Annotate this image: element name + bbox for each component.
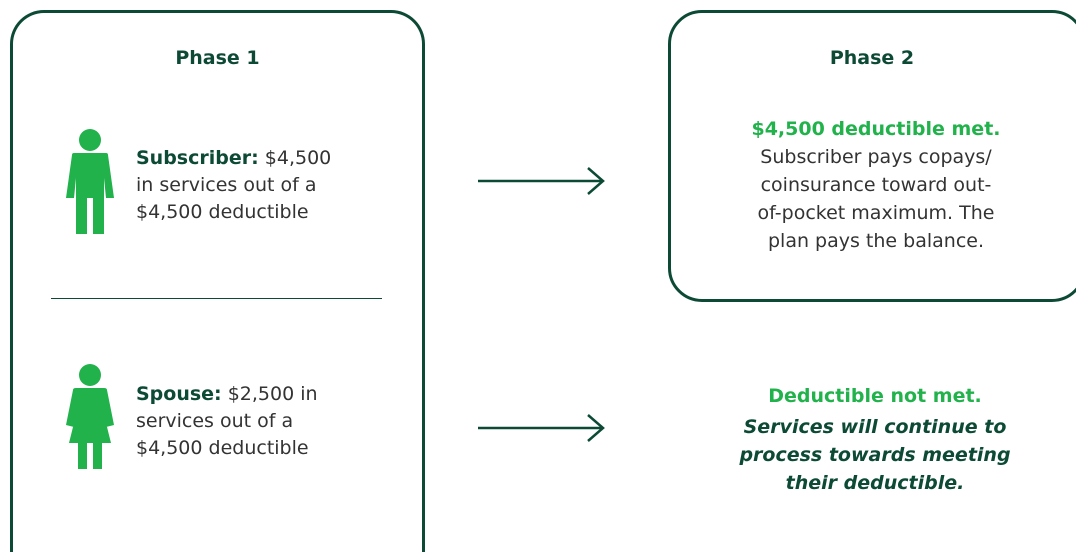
male-person-icon: [66, 129, 114, 234]
subscriber-line3: $4,500 deductible: [136, 201, 309, 223]
met-line-1: Subscriber pays copays/: [760, 146, 992, 168]
spouse-amount: $2,500 in: [221, 383, 318, 405]
phase2-panel: [668, 10, 1076, 302]
subscriber-label: Subscriber:: [136, 147, 259, 169]
right-arrow-icon: [478, 414, 605, 442]
spouse-description: Spouse: $2,500 in services out of a $4,5…: [136, 381, 318, 462]
met-line-2: coinsurance toward out-: [760, 174, 992, 196]
right-arrow-icon: [478, 167, 605, 195]
met-line-4: plan pays the balance.: [767, 230, 984, 252]
deductible-not-met-text: Services will continue to process toward…: [690, 413, 1060, 497]
subscriber-line2: in services out of a: [136, 174, 317, 196]
spouse-line2: services out of a: [136, 410, 294, 432]
phase1-panel: [10, 10, 425, 552]
not-met-line-1: Services will continue to: [743, 416, 1007, 438]
met-line-3: of-pocket maximum. The: [757, 202, 995, 224]
subscriber-description: Subscriber: $4,500 in services out of a …: [136, 145, 331, 226]
not-met-line-3: their deductible.: [785, 472, 965, 494]
deductible-not-met-heading: Deductible not met.: [768, 385, 982, 407]
deductible-met-text: $4,500 deductible met. Subscriber pays c…: [700, 115, 1052, 255]
divider: [51, 298, 382, 299]
spouse-label: Spouse:: [136, 383, 222, 405]
phase1-title: Phase 1: [175, 47, 260, 69]
female-person-icon: [66, 364, 114, 469]
spouse-line3: $4,500 deductible: [136, 437, 309, 459]
subscriber-amount: $4,500: [258, 147, 332, 169]
deductible-met-heading: $4,500 deductible met.: [751, 118, 1001, 140]
phase2-title: Phase 2: [829, 47, 915, 69]
not-met-line-2: process towards meeting: [739, 444, 1011, 466]
